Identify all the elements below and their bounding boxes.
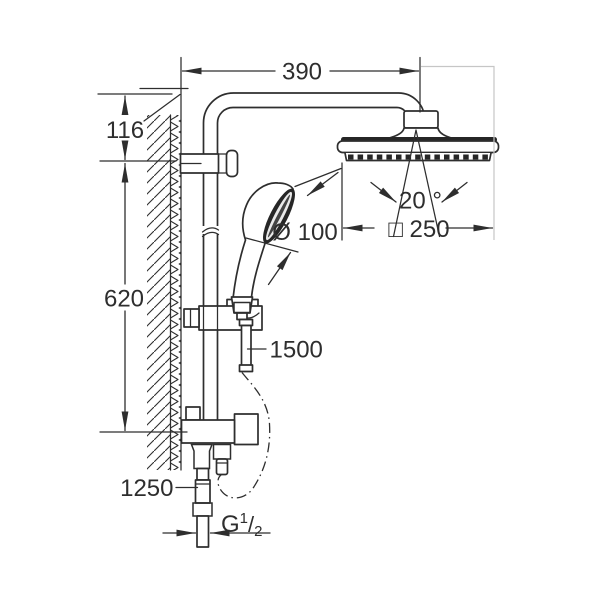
dimension-390: 390 (181, 56, 421, 113)
head-body (336, 140, 500, 154)
construction-line (421, 65, 495, 240)
glider-knob (183, 308, 200, 328)
bottom-bracket (180, 406, 259, 476)
dimension-diameter-100: Ø 100 (245, 167, 342, 286)
dimension-hose-1500: 1500 (246, 337, 323, 364)
head-connector-nut (403, 110, 439, 129)
bracket-knob (225, 149, 239, 178)
supply-nut (190, 443, 214, 470)
dim-spray-angle: 20 ° (399, 188, 442, 215)
dimension-116: 116 (97, 87, 189, 162)
bracket-arm (180, 419, 236, 444)
dimension-620: 620 (99, 162, 188, 433)
hand-shower-face (263, 188, 295, 244)
glider-body (198, 305, 263, 331)
hose-segment (240, 324, 252, 367)
wall-hatch-field (147, 115, 171, 470)
dim-arm-projection: 390 (282, 59, 322, 86)
wall-bracket (179, 149, 239, 178)
hose-top-cap (238, 318, 254, 327)
dim-top-offset: 116 (106, 117, 144, 144)
hose-neck (236, 312, 248, 321)
supply-joint (196, 467, 210, 481)
dimension-square-250: □ 250 (341, 65, 495, 243)
hose-outlet (215, 458, 229, 476)
dim-handshower-diameter: Ø 100 (272, 219, 337, 246)
dim-supply-hose-length: 1250 (120, 475, 173, 502)
hand-shower (230, 182, 295, 373)
wall-hatch-stub (143, 93, 181, 122)
dimension-angle-20: 20 ° (370, 129, 468, 238)
supply-tube (196, 515, 210, 548)
wall-chevron-band (170, 115, 181, 470)
supply-knurl-band (192, 502, 213, 517)
shower-hose-loop (217, 372, 271, 499)
spray-angle-lines (392, 129, 441, 238)
rail-break-mark (201, 226, 220, 238)
supply-pipe (192, 467, 213, 548)
wall-hatch (143, 56, 182, 471)
dim-headshower-size: □ 250 (388, 216, 449, 243)
dim-thread-size: G1/2 (221, 510, 262, 540)
hose-bottom-cap (238, 364, 254, 373)
bracket-clamp (185, 406, 201, 421)
dim-shower-hose-length: 1500 (270, 337, 323, 364)
diverter-block (233, 413, 259, 446)
dimension-thread-g12: G1/2 (162, 510, 271, 540)
dimension-supply-1250: 1250 (120, 475, 199, 502)
head-shower (336, 110, 500, 162)
dim-rail-length: 620 (104, 286, 144, 313)
hose-nut (212, 443, 232, 460)
